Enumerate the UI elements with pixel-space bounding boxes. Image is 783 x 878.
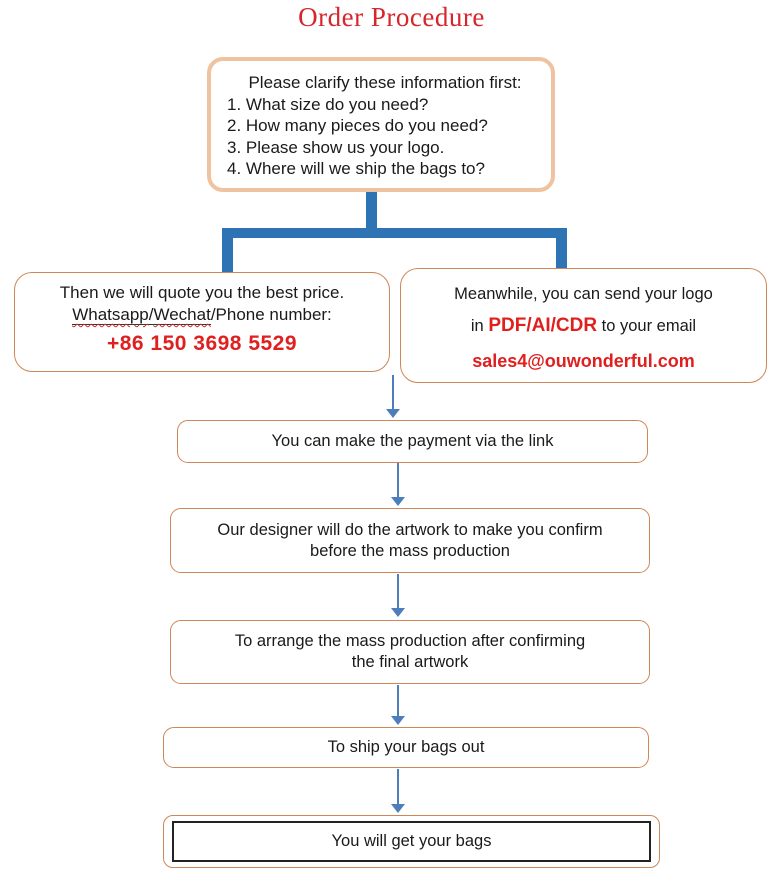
slash-separator: /: [148, 305, 154, 324]
logo-line2: in PDF/AI/CDR to your email: [401, 315, 766, 337]
logo-line2-suffix: to your email: [597, 317, 697, 335]
production-line2: the final artwork: [351, 653, 469, 671]
phone-number: +86 150 3698 5529: [106, 332, 298, 355]
payment-label: You can make the payment via the link: [271, 432, 554, 450]
arrow-head-icon: [391, 716, 405, 725]
arrow-shaft: [397, 463, 399, 497]
arrow-shaft: [392, 375, 394, 409]
quote-line2: Whatsapp/Wechat/Phone number:: [15, 304, 389, 326]
flow-arrow-1: [386, 375, 400, 418]
arrow-shaft: [397, 574, 399, 608]
contact-channels: Whatsapp/Wechat: [72, 305, 211, 325]
arrow-head-icon: [391, 804, 405, 813]
final-inner-frame: You will get your bags: [172, 821, 651, 862]
arrow-shaft: [397, 685, 399, 716]
flow-arrow-5: [391, 769, 405, 813]
arrow-head-icon: [391, 608, 405, 617]
connector-left-drop: [222, 228, 233, 272]
logo-line1: Meanwhile, you can send your logo: [454, 285, 713, 303]
sales-email: sales4@ouwonderful.com: [472, 351, 695, 371]
page-title: Order Procedure: [298, 2, 485, 32]
clarify-item-quantity: 2. How many pieces do you need?: [227, 116, 488, 135]
ship-step-box: To ship your bags out: [163, 727, 649, 768]
clarify-heading: Please clarify these information first:: [248, 73, 522, 92]
artwork-line1: Our designer will do the artwork to make…: [217, 520, 603, 539]
whatsapp-word: Whatsapp: [72, 305, 149, 324]
clarify-item-logo: 3. Please show us your logo.: [227, 137, 445, 157]
quote-price-box: Then we will quote you the best price. W…: [14, 272, 390, 372]
clarify-item-shipping: 4. Where will we ship the bags to?: [227, 159, 485, 178]
quote-line1: Then we will quote you the best price.: [59, 283, 345, 302]
artwork-line2: before the mass production: [310, 541, 510, 560]
arrow-head-icon: [386, 409, 400, 418]
clarify-item-size: 1. What size do you need?: [227, 94, 429, 114]
connector-horizontal: [222, 228, 567, 238]
flow-arrow-3: [391, 574, 405, 617]
arrow-head-icon: [391, 497, 405, 506]
logo-line2-prefix: in: [470, 317, 489, 335]
flow-arrow-4: [391, 685, 405, 725]
phone-label: /Phone number:: [210, 305, 332, 324]
artwork-step-box: Our designer will do the artwork to make…: [170, 508, 650, 573]
wechat-word: Wechat: [153, 305, 211, 324]
connector-right-drop: [556, 228, 567, 268]
ship-label: To ship your bags out: [327, 738, 485, 756]
file-formats: PDF/AI/CDR: [488, 315, 598, 336]
payment-step-box: You can make the payment via the link: [177, 420, 648, 463]
final-label: You will get your bags: [331, 832, 492, 850]
connector-stem: [366, 192, 377, 232]
send-logo-box: Meanwhile, you can send your logo in PDF…: [400, 268, 767, 383]
flow-arrow-2: [391, 463, 405, 506]
arrow-shaft: [397, 769, 399, 804]
production-line1: To arrange the mass production after con…: [234, 632, 586, 650]
final-step-box: You will get your bags: [163, 815, 660, 868]
production-step-box: To arrange the mass production after con…: [170, 620, 650, 684]
clarify-info-box: Please clarify these information first: …: [207, 57, 555, 192]
